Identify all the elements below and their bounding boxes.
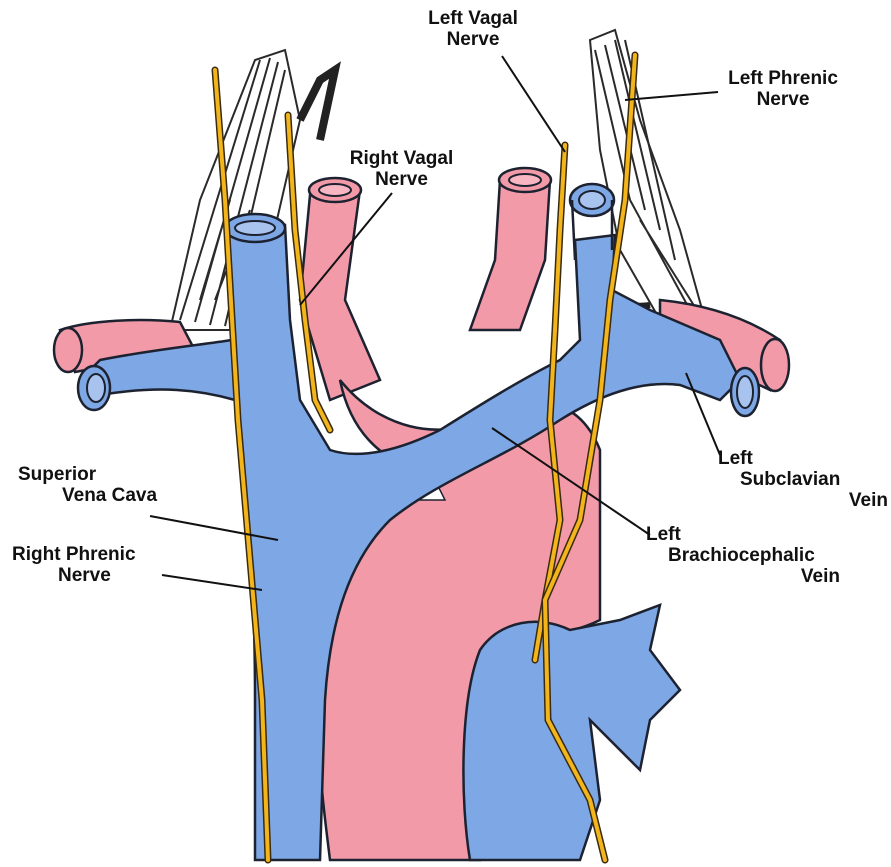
label-left-subclavian-vein: Left Subclavian Vein <box>718 448 888 511</box>
leader-right-phrenic <box>162 575 262 590</box>
label-right-vagal-nerve: Right Vagal Nerve <box>334 148 469 190</box>
label-right-phrenic-nerve: Right Phrenic Nerve <box>12 544 136 586</box>
leader-left-vagal <box>502 56 565 152</box>
leader-left-phrenic <box>625 92 718 100</box>
label-left-phrenic-nerve: Left Phrenic Nerve <box>713 68 853 110</box>
label-left-vagal-nerve: Left Vagal Nerve <box>418 8 528 50</box>
label-left-brachiocephalic-vein: Left Brachiocephalic Vein <box>646 524 846 587</box>
label-superior-vena-cava: Superior Vena Cava <box>18 464 157 506</box>
